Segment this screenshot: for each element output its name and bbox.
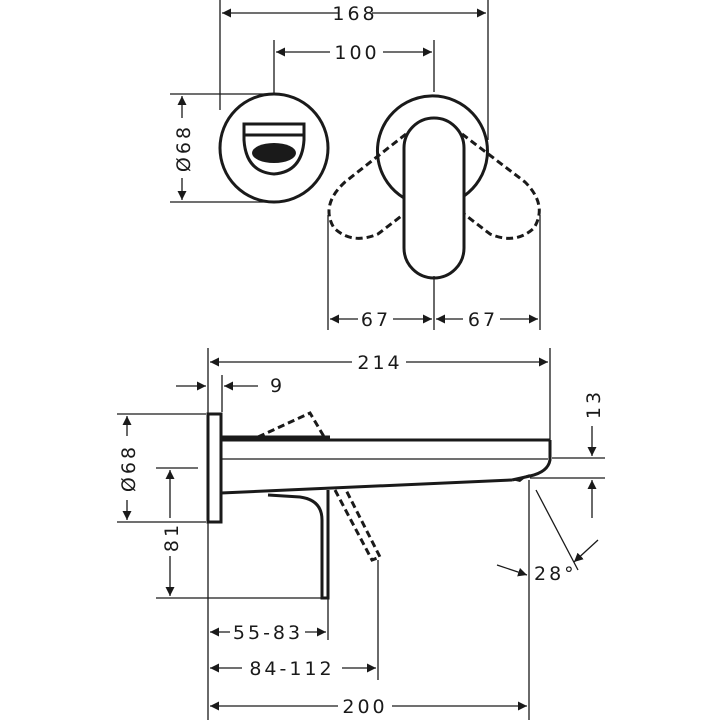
dimension-handle-swing: 67 67 — [330, 309, 538, 331]
handle — [402, 116, 466, 280]
dimension-escutcheon-thickness: 9 — [176, 375, 285, 397]
label-13: 13 — [583, 389, 605, 419]
front-view: 168 100 Ø68 — [170, 0, 541, 331]
dimension-spray-angle: 28° — [496, 480, 599, 720]
wall-plate — [206, 412, 223, 524]
mixer-escutcheon — [327, 94, 541, 330]
label-84-112: 84-112 — [249, 658, 334, 680]
spout-body — [220, 435, 552, 495]
dimension-handle-swing-range: 84-112 — [210, 658, 376, 680]
dimension-outlet-height: 13 — [530, 389, 605, 518]
label-diameter-68-side: Ø68 — [118, 444, 140, 492]
dimension-handle-distance: 55-83 — [210, 622, 326, 644]
dimension-handle-height: 81 — [156, 467, 322, 599]
label-67-left: 67 — [361, 309, 391, 331]
label-67-right: 67 — [468, 309, 498, 331]
label-214: 214 — [357, 352, 402, 374]
side-view: 214 9 — [117, 348, 605, 720]
dimension-escutcheon-diameter-front: Ø68 — [170, 93, 272, 203]
label-200: 200 — [342, 696, 387, 718]
label-100: 100 — [334, 42, 379, 64]
label-28-degrees: 28° — [534, 563, 577, 585]
spout-escutcheon — [218, 92, 330, 204]
label-diameter-68-front: Ø68 — [173, 124, 195, 172]
dimension-center-distance: 100 — [276, 42, 432, 64]
label-81: 81 — [161, 522, 183, 552]
dimension-overall-width: 168 — [222, 3, 486, 25]
dimension-escutcheon-diameter-side: Ø68 — [117, 413, 206, 523]
label-168: 168 — [332, 3, 377, 25]
dimension-outlet-projection: 200 — [210, 696, 527, 718]
label-55-83: 55-83 — [233, 622, 303, 644]
label-9: 9 — [270, 375, 285, 397]
dimension-spout-projection: 214 — [210, 352, 548, 374]
